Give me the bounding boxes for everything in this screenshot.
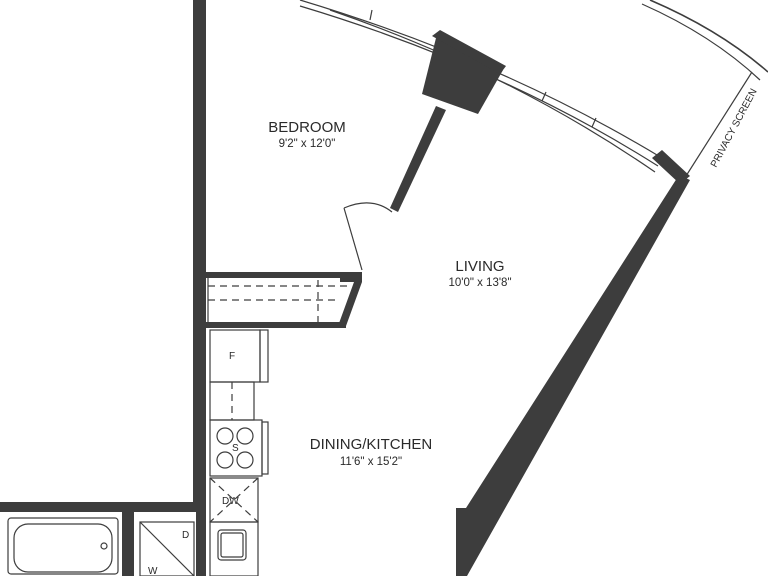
dishwasher-x-1 — [209, 477, 259, 523]
balcony-rail — [649, 0, 768, 73]
left-wall — [193, 0, 206, 506]
dining-kitchen-name: DINING/KITCHEN — [310, 436, 433, 453]
living-dims: 10'0" x 13'8" — [448, 277, 511, 289]
bedroom-diagonal-wall — [390, 106, 446, 212]
closet-bottom-wall — [206, 322, 346, 328]
fridge-door — [259, 329, 269, 383]
shower-diagonal — [139, 521, 195, 576]
balcony-rail-2 — [641, 3, 761, 81]
sink-counter — [209, 521, 259, 576]
sink-inner — [220, 532, 244, 558]
bedroom-bottom-wall — [206, 272, 358, 278]
bathroom-top-wall — [0, 502, 206, 512]
fridge-label: F — [229, 351, 235, 362]
bathtub-inner — [13, 523, 113, 573]
sink-basin — [217, 529, 247, 561]
shower — [139, 521, 195, 576]
bathtub-drain — [100, 542, 108, 550]
right-exterior-wall — [456, 175, 690, 576]
bathtub — [7, 517, 119, 575]
bedroom-name: BEDROOM — [268, 119, 346, 136]
bedroom-door-swing — [343, 202, 393, 271]
bathroom-divider-wall — [122, 512, 134, 576]
closet-corner-wall — [338, 272, 362, 326]
privacy-screen-line — [685, 71, 753, 177]
stove-front — [261, 421, 269, 475]
shower-d-label: D — [182, 530, 189, 541]
dishwasher-label: DW — [222, 496, 239, 507]
dining-kitchen-dims: 11'6" x 15'2" — [340, 456, 402, 468]
bedroom-dims: 9'2" x 12'0" — [279, 138, 336, 150]
structural-column — [422, 38, 503, 114]
living-name: LIVING — [455, 258, 504, 275]
dishwasher-x-2 — [209, 477, 259, 523]
stove-burners — [216, 427, 254, 469]
privacy-screen-wall — [652, 150, 690, 184]
window-inner-2 — [329, 9, 656, 173]
wall-stub-top — [432, 30, 506, 74]
washer-w-label: W — [148, 566, 158, 576]
bathroom-right-wall — [196, 506, 206, 576]
stove-label: S — [232, 443, 239, 454]
